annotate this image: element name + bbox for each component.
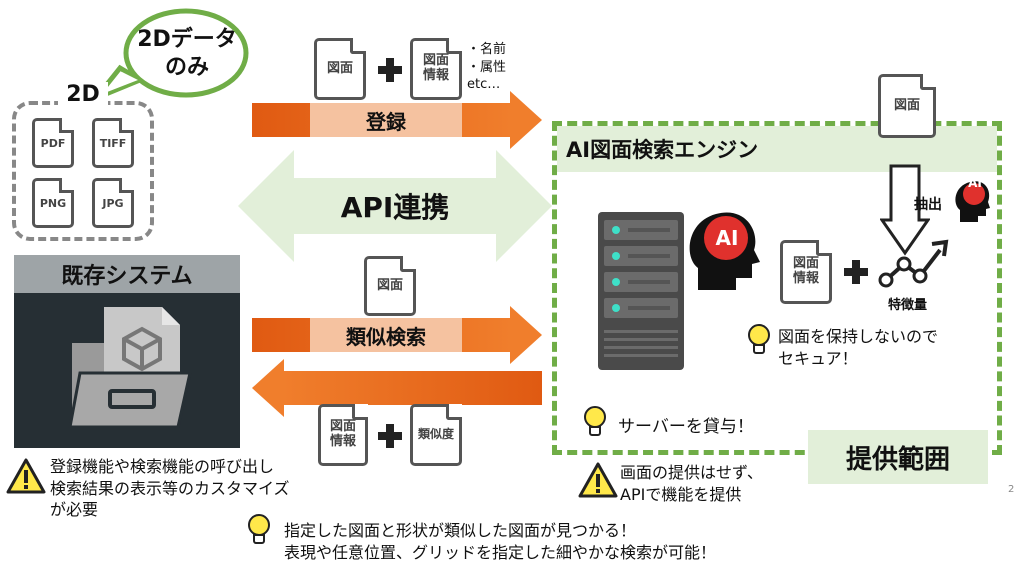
bottom-note-line1: 指定した図面と形状が類似した図面が見つかる！: [284, 521, 637, 540]
similar-search-label: 類似検索: [310, 318, 462, 352]
plus-icon: [378, 58, 402, 82]
2d-format-title: 2D: [58, 82, 108, 107]
data-only-bubble: 2Dデータ のみ: [130, 26, 244, 81]
lend-server-note: サーバーを貸与！: [618, 417, 754, 437]
existing-system-panel: 既存システム: [14, 255, 240, 448]
secure-note: 図面を保持しないので セキュア！: [778, 326, 938, 369]
attr-property: ・属性: [467, 59, 507, 75]
custom-note-line3: が必要: [50, 500, 99, 520]
jpg-file-icon: JPG: [92, 178, 134, 228]
register-attributes: ・名前 ・属性 etc…: [467, 41, 506, 94]
bubble-line2: のみ: [164, 54, 209, 80]
attr-etc: etc…: [467, 77, 501, 93]
secure-line2: セキュア！: [778, 348, 858, 368]
register-drawing-doc-icon: 図面: [314, 38, 366, 100]
register-arrow: 登録: [252, 91, 542, 149]
feature-label: 特徴量: [888, 298, 928, 313]
api-double-arrow: [238, 150, 552, 262]
tiff-file-icon: TIFF: [92, 118, 134, 168]
bubble-line1: 2Dデータ: [137, 27, 237, 52]
similarity-doc-icon: 類似度: [410, 404, 462, 466]
custom-note-line2: 検索結果の表示等のカスタマイズ: [50, 478, 290, 498]
engine-drawing-doc-icon: 図面: [878, 74, 936, 138]
extract-label: 抽出: [914, 197, 942, 213]
lightbulb-icon: [244, 510, 274, 550]
api-note-line2: APIで機能を提供: [620, 484, 742, 504]
provision-scope-label: 提供範囲: [808, 430, 988, 484]
server-icon: [598, 212, 684, 370]
warning-icon: [6, 458, 46, 494]
lightbulb-icon: [744, 320, 774, 360]
result-info-doc-icon: 図面 情報: [318, 404, 368, 466]
plus-icon: [378, 424, 402, 448]
register-label: 登録: [310, 103, 462, 137]
search-capability-note: 指定した図面と形状が類似した図面が見つかる！ 表現や任意位置、グリッドを指定した…: [284, 520, 716, 563]
result-arrow: [252, 359, 542, 417]
register-info-label-1: 図面: [422, 53, 449, 69]
folder-cad-icon: [68, 307, 192, 429]
ai-engine-panel: [552, 121, 1002, 455]
api-integration-label: API連携: [340, 191, 450, 224]
engine-info-label-2: 情報: [792, 271, 819, 286]
result-info-label-2: 情報: [329, 434, 356, 449]
register-info-label-2: 情報: [422, 68, 449, 83]
png-file-icon: PNG: [32, 178, 74, 228]
register-info-doc-icon: 図面 情報: [410, 38, 462, 100]
speech-bubble-shape: [88, 8, 249, 104]
api-note-line1: 画面の提供はせず、: [620, 463, 763, 482]
ai-head-small-icon: [955, 181, 990, 222]
engine-drawing-label: 図面: [893, 97, 920, 113]
similar-search-arrow: 類似検索: [252, 306, 542, 364]
ai-head-icon: [689, 212, 760, 290]
ai-small-text: AI: [968, 176, 982, 190]
api-provision-note: 画面の提供はせず、 APIで機能を提供: [620, 462, 763, 505]
result-info-label-1: 図面: [329, 419, 356, 435]
warning-icon: [578, 462, 618, 498]
search-drawing-doc-icon: 図面: [364, 256, 416, 316]
engine-info-label-1: 図面: [792, 256, 819, 272]
pdf-file-icon: PDF: [32, 118, 74, 168]
search-drawing-label: 図面: [376, 277, 403, 293]
engine-info-doc-icon: 図面 情報: [780, 240, 832, 304]
secure-line1: 図面を保持しないので: [778, 327, 939, 346]
register-drawing-label: 図面: [326, 60, 353, 76]
attr-name: ・名前: [467, 42, 507, 57]
custom-note-line1: 登録機能や検索機能の呼び出し: [50, 457, 275, 476]
lightbulb-icon: [580, 402, 610, 442]
bottom-note-line2: 表現や任意位置、グリッドを指定した細やかな検索が可能！: [284, 542, 717, 562]
existing-system-title: 既存システム: [14, 255, 240, 293]
extract-down-arrow: [880, 164, 930, 256]
customization-note: 登録機能や検索機能の呼び出し 検索結果の表示等のカスタマイズ が必要: [50, 456, 290, 521]
ai-server-text: AI: [715, 226, 739, 250]
plus-icon: [844, 260, 868, 284]
feature-graph-icon: [878, 239, 949, 288]
page-number: 2: [1008, 484, 1015, 495]
similarity-label: 類似度: [417, 427, 454, 442]
ai-engine-title: AI図面検索エンジン: [566, 138, 759, 162]
